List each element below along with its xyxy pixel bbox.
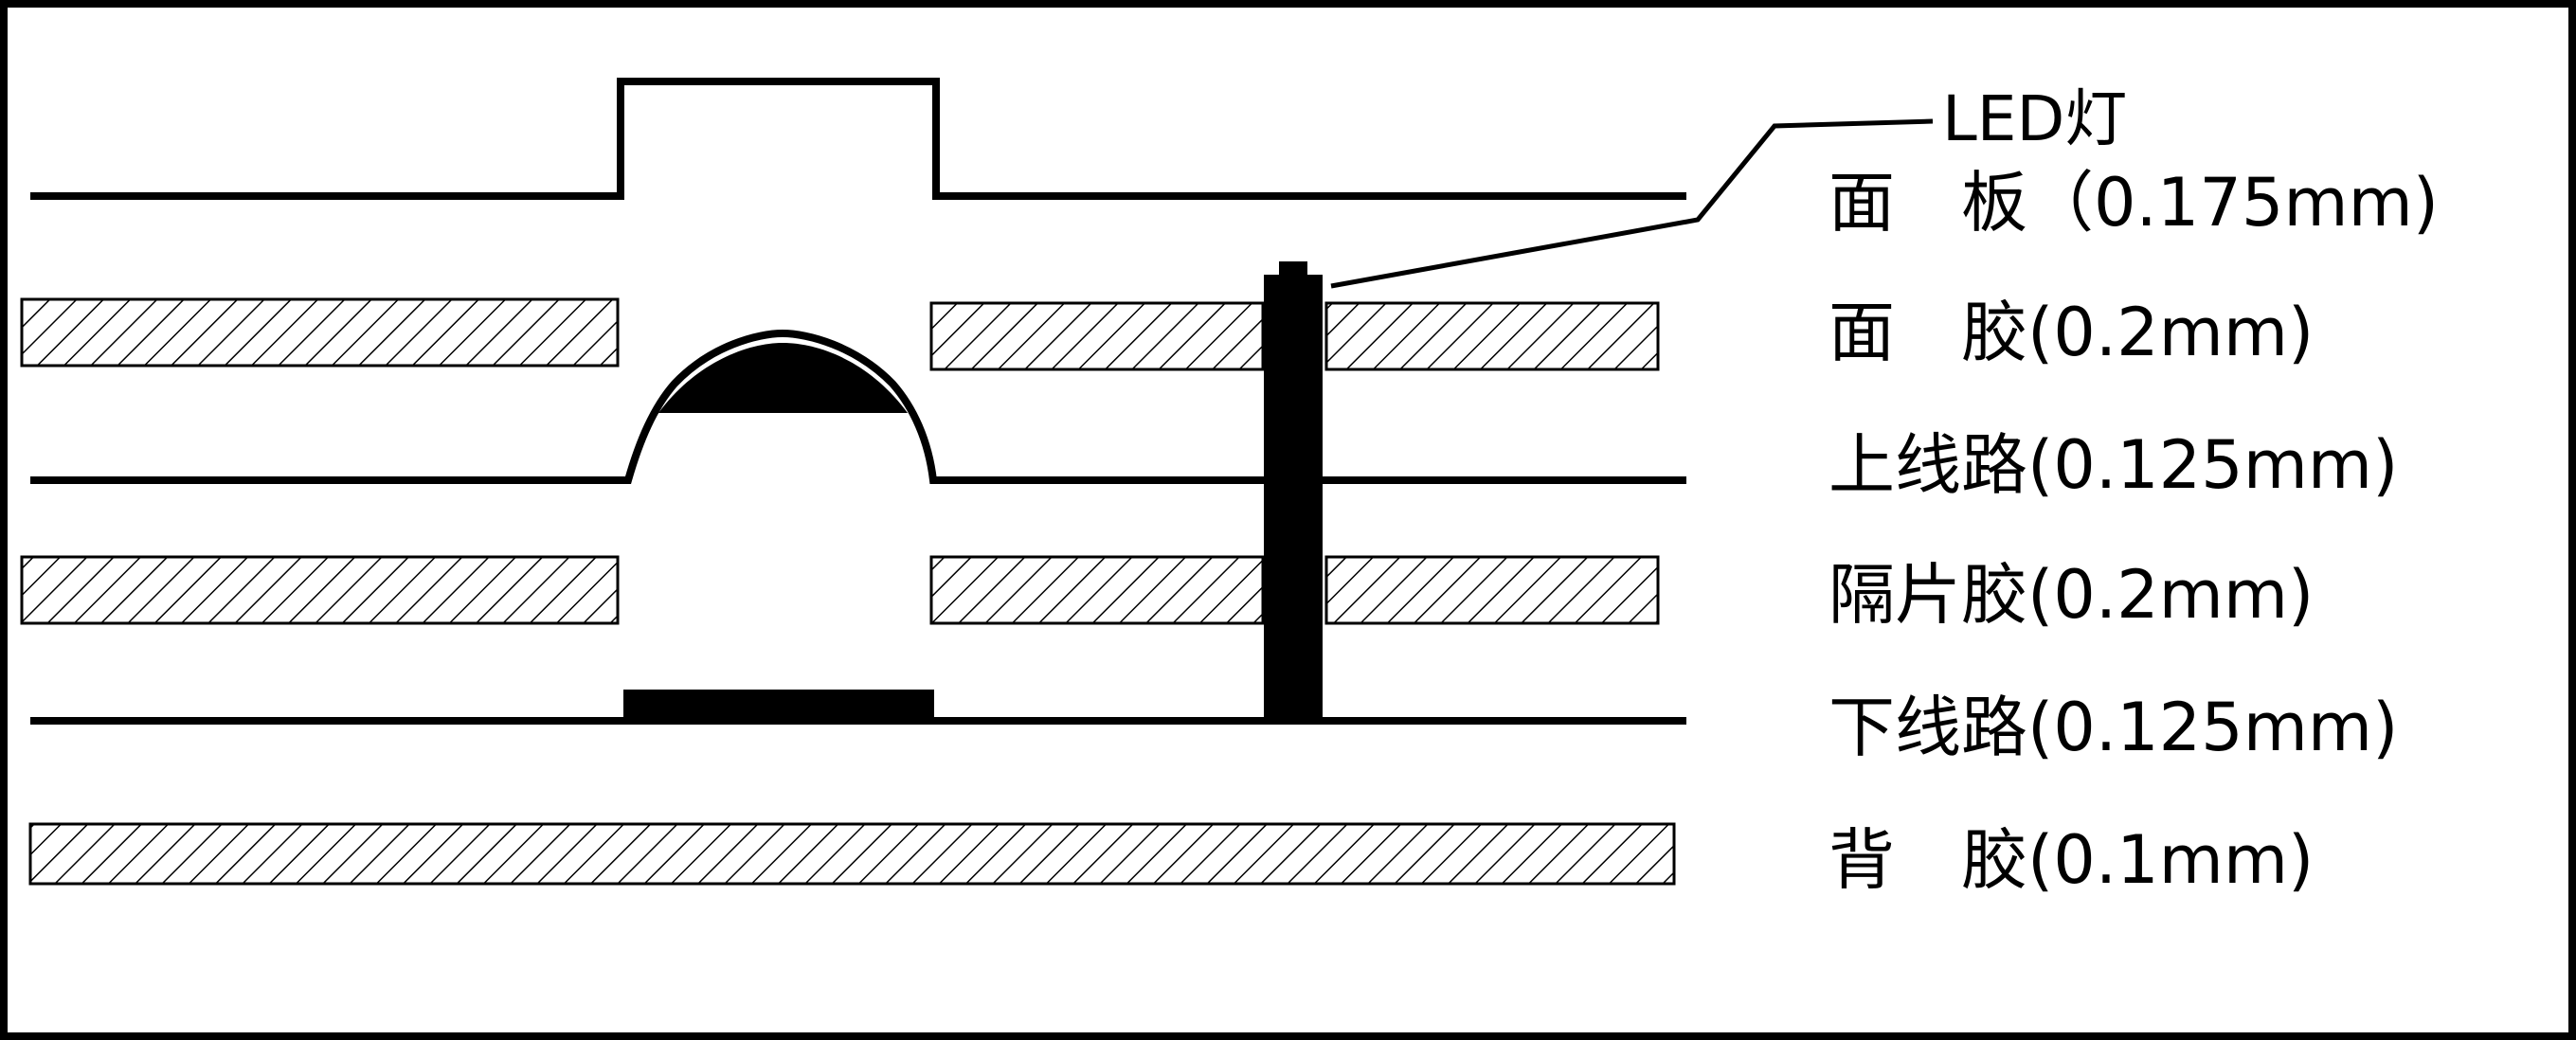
panel-adhesive-label: 面 胶(0.2mm) xyxy=(1828,294,2314,371)
led-label: LED灯 xyxy=(1942,82,2127,155)
lower-contact-pad xyxy=(623,690,934,721)
back-adhesive-label: 背 胶(0.1mm) xyxy=(1828,821,2314,899)
panel-label: 面 板（0.175mm) xyxy=(1828,164,2439,242)
led-body xyxy=(1264,275,1323,721)
led-leader-line xyxy=(1330,118,1934,289)
panel-adhesive-layer xyxy=(20,297,1660,371)
back-adhesive-layer xyxy=(28,822,1676,886)
upper-circuit-label: 上线路(0.125mm) xyxy=(1828,426,2398,504)
dome-contact xyxy=(658,343,908,413)
spacer-adhesive-layer xyxy=(20,555,1660,625)
upper-circuit-layer xyxy=(30,329,1686,484)
spacer-adhesive-label: 隔片胶(0.2mm) xyxy=(1828,556,2314,634)
led-top xyxy=(1279,261,1307,277)
panel-layer xyxy=(30,78,1686,200)
lower-circuit-label: 下线路(0.125mm) xyxy=(1828,689,2398,766)
